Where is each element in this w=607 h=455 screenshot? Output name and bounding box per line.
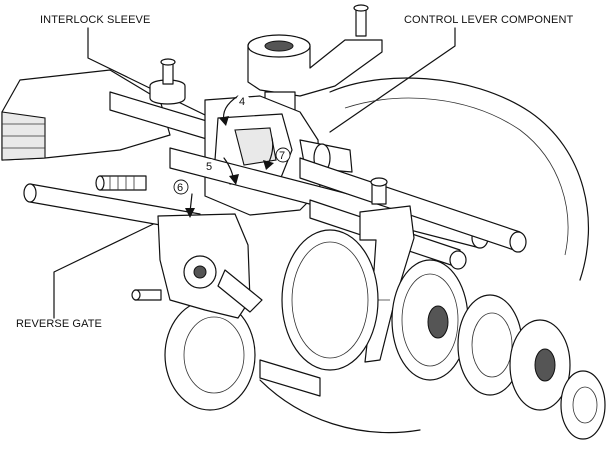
step-4: 4 (239, 96, 245, 108)
label-control-lever-component: CONTROL LEVER COMPONENT (404, 14, 574, 26)
reverse-gate-bracket (95, 175, 263, 319)
label-reverse-gate: REVERSE GATE (16, 318, 102, 330)
step-7: 7 (279, 150, 285, 162)
step-arrows (185, 95, 274, 218)
leader-interlock-sleeve (87, 27, 241, 133)
leader-control-lever (329, 27, 456, 133)
control-housing (1, 58, 231, 161)
leader-reverse-gate (53, 215, 171, 319)
step-numbers: 4 5 6 7 (173, 94, 291, 195)
gear-housing (259, 77, 590, 434)
label-interlock-sleeve: INTERLOCK SLEEVE (40, 14, 151, 26)
gear-stack (164, 229, 606, 440)
step-6: 6 (177, 182, 183, 194)
step-5: 5 (206, 161, 212, 173)
leader-lines (53, 27, 456, 319)
